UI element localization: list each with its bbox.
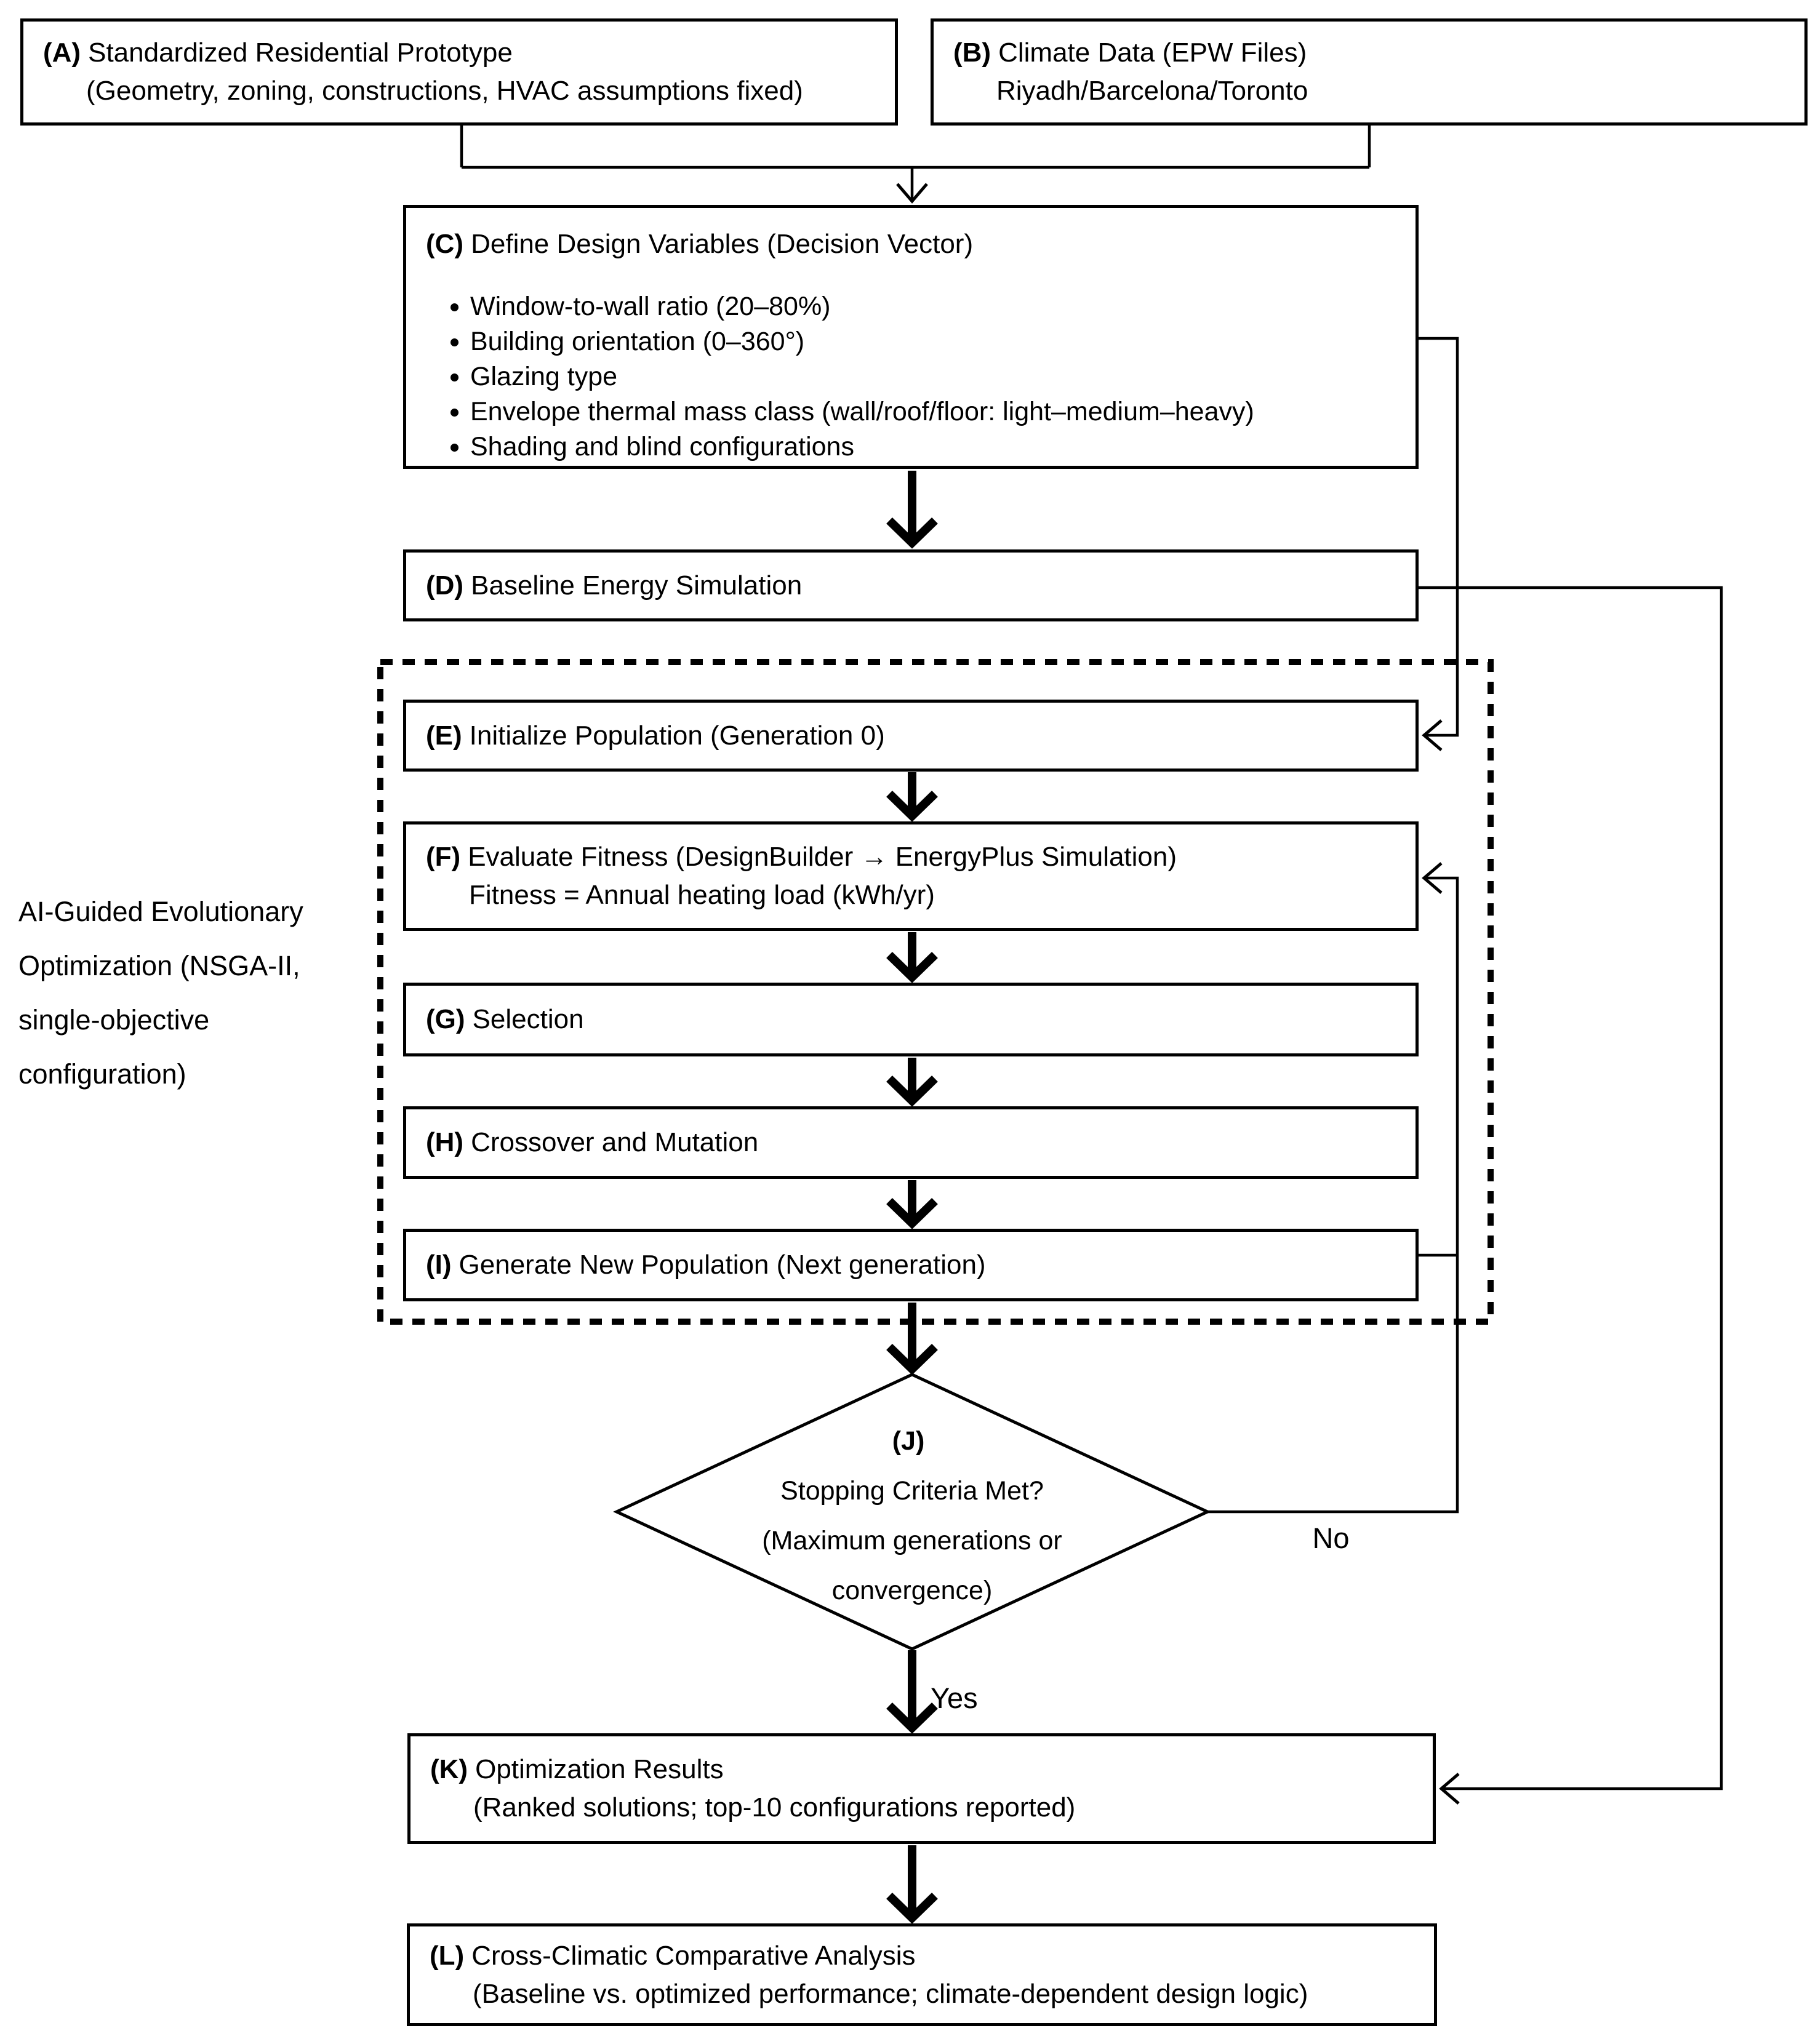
box-k-subtitle: (Ranked solutions; top-10 configurations…: [473, 1792, 1076, 1822]
ga-group-label: AI-Guided Evolutionary Optimization (NSG…: [18, 896, 303, 1090]
box-b-line1: (B)Climate Data (EPW Files): [953, 34, 1792, 72]
box-a-standardized-prototype: (A)Standardized Residential Prototype (G…: [20, 18, 898, 126]
edge-label-yes: Yes: [931, 1682, 978, 1714]
box-a-title: Standardized Residential Prototype: [88, 38, 513, 68]
box-a-subtitle: (Geometry, zoning, constructions, HVAC a…: [86, 76, 803, 106]
decision-diamond-j: [613, 1373, 1211, 1651]
box-a-tag: (A): [43, 38, 81, 68]
box-k-line1: (K)Optimization Results: [430, 1751, 1420, 1789]
box-g-selection: (G)Selection: [403, 983, 1419, 1056]
box-g-title: Selection: [472, 1004, 584, 1034]
ga-loop-dashed-border: [377, 659, 1494, 1325]
box-h-crossover-mutation: (H)Crossover and Mutation: [403, 1106, 1419, 1179]
decision-j-line1: Stopping Criteria Met?: [780, 1476, 1044, 1506]
box-c-title: Define Design Variables (Decision Vector…: [471, 229, 974, 259]
box-c-tag: (C): [426, 229, 464, 259]
box-c-design-variables: (C)Define Design Variables (Decision Vec…: [403, 205, 1419, 469]
design-variable-item: Glazing type: [470, 359, 1403, 394]
box-d-line1: (D)Baseline Energy Simulation: [426, 567, 1403, 605]
box-l-cross-climatic-analysis: (L)Cross-Climatic Comparative Analysis (…: [407, 1923, 1437, 2026]
design-variable-item: Envelope thermal mass class (wall/roof/f…: [470, 394, 1403, 429]
box-a-line1: (A)Standardized Residential Prototype: [43, 34, 883, 72]
box-i-line1: (I) Generate New Population (Next generat…: [426, 1246, 1403, 1284]
design-variable-item: Shading and blind configurations: [470, 429, 1403, 465]
connector-no-to-f: [1207, 862, 1459, 1514]
decision-j-text: (J) Stopping Criteria Met? (Maximum gene…: [680, 1416, 1144, 1616]
design-variable-list: Window-to-wall ratio (20–80%) Building o…: [426, 289, 1403, 465]
box-d-baseline-simulation: (D)Baseline Energy Simulation: [403, 549, 1419, 621]
box-l-tag: (L): [430, 1940, 465, 1971]
box-b-climate-data: (B)Climate Data (EPW Files) Riyadh/Barce…: [931, 18, 1808, 126]
design-variable-item: Window-to-wall ratio (20–80%): [470, 289, 1403, 324]
box-h-line1: (H)Crossover and Mutation: [426, 1124, 1403, 1162]
box-d-title: Baseline Energy Simulation: [471, 570, 803, 601]
box-e-initialize-population: (E)Initialize Population (Generation 0): [403, 700, 1419, 772]
box-g-tag: (G): [426, 1004, 465, 1034]
box-e-tag: (E): [426, 720, 462, 751]
box-k-tag: (K): [430, 1754, 468, 1784]
decision-j-line2: (Maximum generations or: [762, 1526, 1062, 1555]
box-d-tag: (D): [426, 570, 464, 601]
box-h-tag: (H): [426, 1127, 464, 1157]
box-l-subtitle: (Baseline vs. optimized performance; cli…: [473, 1978, 1308, 2009]
box-l-title: Cross-Climatic Comparative Analysis: [471, 1940, 916, 1971]
box-e-title: Initialize Population (Generation 0): [469, 720, 885, 751]
box-b-title: Climate Data (EPW Files): [998, 38, 1307, 68]
connector-d-to-k: [1419, 586, 1723, 1805]
design-variable-item: Building orientation (0–360°): [470, 324, 1403, 359]
connector-c-to-e: [1419, 337, 1459, 751]
box-k-title: Optimization Results: [475, 1754, 724, 1784]
box-e-line1: (E)Initialize Population (Generation 0): [426, 717, 1403, 755]
box-b-subtitle: Riyadh/Barcelona/Toronto: [996, 76, 1308, 106]
box-f-subtitle: Fitness = Annual heating load (kWh/yr): [469, 880, 935, 910]
box-f-title: Evaluate Fitness (DesignBuilder → Energy…: [468, 842, 1177, 872]
box-l-line1: (L)Cross-Climatic Comparative Analysis: [430, 1937, 1422, 1975]
box-h-title: Crossover and Mutation: [471, 1127, 759, 1157]
box-i-tag: (I): [426, 1250, 452, 1280]
box-i-title: Generate New Population (Next generation…: [459, 1250, 986, 1280]
connector-ab-merge: [460, 126, 1371, 169]
edge-label-no: No: [1312, 1522, 1350, 1554]
box-f-line1: (F)Evaluate Fitness (DesignBuilder → Ene…: [426, 838, 1403, 876]
box-i-generate-new-population: (I) Generate New Population (Next generat…: [403, 1229, 1419, 1301]
box-c-line1: (C)Define Design Variables (Decision Vec…: [426, 225, 1403, 263]
box-k-optimization-results: (K)Optimization Results (Ranked solution…: [407, 1733, 1436, 1844]
box-g-line1: (G)Selection: [426, 1000, 1403, 1039]
box-f-evaluate-fitness: (F)Evaluate Fitness (DesignBuilder → Ene…: [403, 821, 1419, 931]
decision-j-tag: (J): [892, 1426, 925, 1456]
box-f-tag: (F): [426, 842, 461, 872]
decision-j-line3: convergence): [831, 1576, 993, 1605]
box-b-tag: (B): [953, 38, 991, 68]
